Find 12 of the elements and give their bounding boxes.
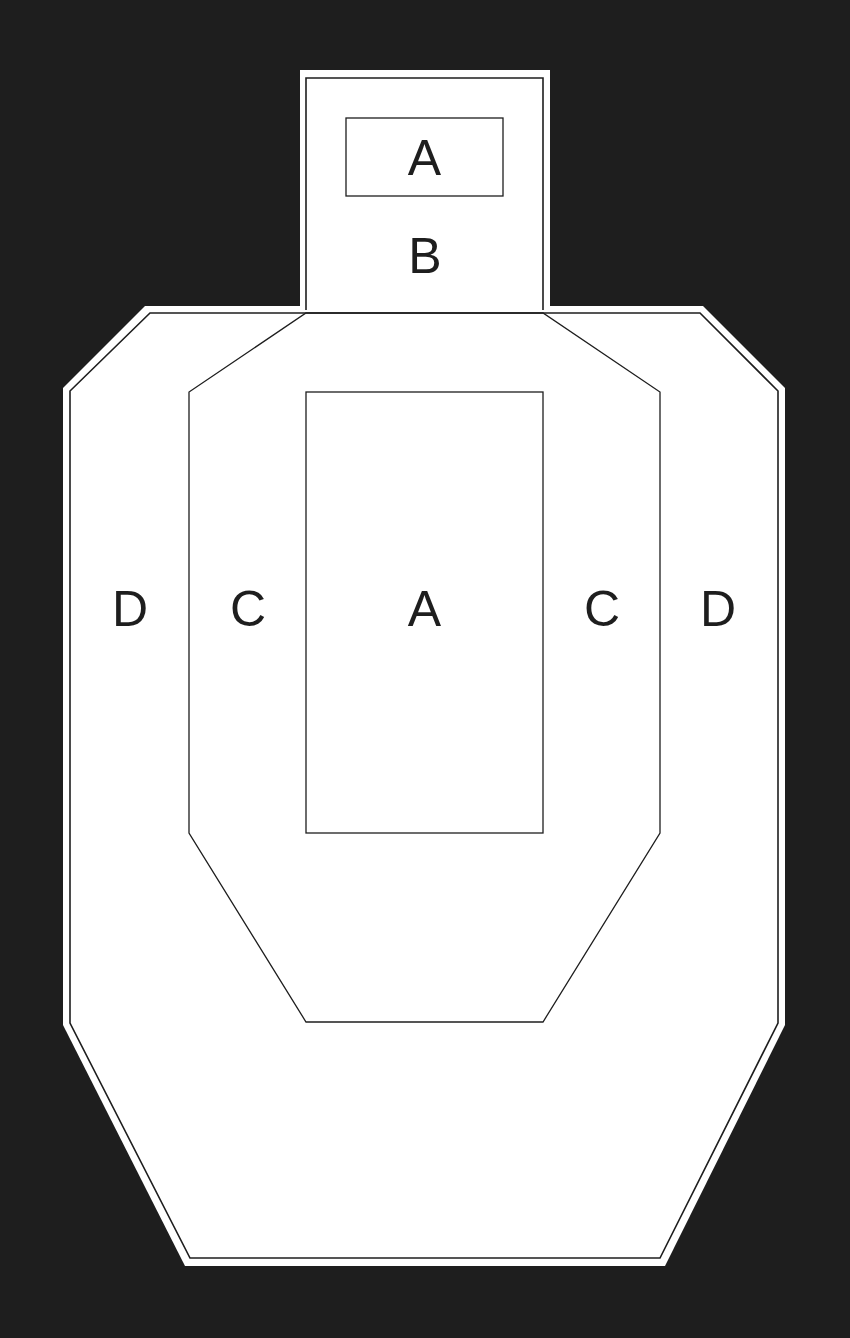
head-center-zone [346,118,503,196]
zone-letter: B [408,231,442,281]
body-outer-zone [63,306,785,1266]
head-zone [300,70,550,310]
body-middle-zone [189,313,660,1022]
zone-letter: C [583,584,621,634]
zone-letter: D [111,584,149,634]
zone-letter: C [229,584,267,634]
zone-letter: A [407,133,442,183]
zone-letter: A [407,584,442,634]
zone-letter: D [699,584,737,634]
body-center-zone [306,392,543,833]
